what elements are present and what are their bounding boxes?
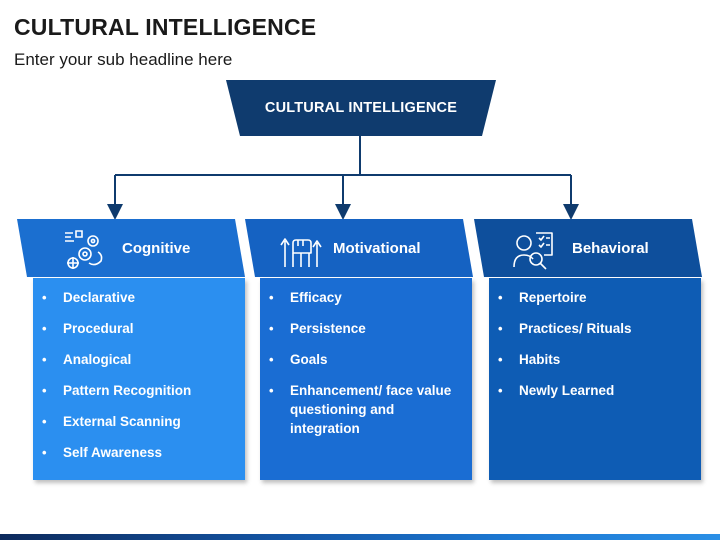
list-item: Habits xyxy=(498,350,689,369)
footer-bar xyxy=(0,534,720,540)
root-node-label: CULTURAL INTELLIGENCE xyxy=(264,100,458,116)
page-subtitle: Enter your sub headline here xyxy=(14,50,233,69)
list-item: Pattern Recognition xyxy=(42,381,233,400)
behavioral-title: Behavioral xyxy=(572,239,649,257)
fist-arrows-icon xyxy=(280,238,322,267)
motivational-list: Efficacy Persistence Goals Enhancement/ … xyxy=(260,278,472,438)
motivational-header: Motivational xyxy=(245,219,473,277)
person-checklist-icon xyxy=(513,232,553,270)
list-item: Goals xyxy=(269,350,460,369)
list-item: Procedural xyxy=(42,319,233,338)
behavioral-list: Repertoire Practices/ Rituals Habits New… xyxy=(489,278,701,400)
list-item: Enhancement/ face value questioning and … xyxy=(269,381,460,438)
motivational-header-shape xyxy=(245,219,473,277)
page-title: CULTURAL INTELLIGENCE xyxy=(14,14,317,40)
list-item: Practices/ Rituals xyxy=(498,319,689,338)
cognitive-list: Declarative Procedural Analogical Patter… xyxy=(33,278,245,462)
motivational-body: Efficacy Persistence Goals Enhancement/ … xyxy=(260,278,472,480)
cognitive-body: Declarative Procedural Analogical Patter… xyxy=(33,278,245,480)
cognitive-header: Cognitive xyxy=(17,219,245,277)
list-item: Self Awareness xyxy=(42,443,233,462)
list-item: Newly Learned xyxy=(498,381,689,400)
root-node-shape xyxy=(226,80,496,136)
cognitive-title: Cognitive xyxy=(122,239,191,257)
list-item: Efficacy xyxy=(269,288,460,307)
brain-gears-icon xyxy=(65,230,103,269)
behavioral-body: Repertoire Practices/ Rituals Habits New… xyxy=(489,278,701,480)
list-item: Persistence xyxy=(269,319,460,338)
motivational-title: Motivational xyxy=(333,239,421,257)
behavioral-header: Behavioral xyxy=(474,219,702,277)
list-item: External Scanning xyxy=(42,412,233,431)
root-node: CULTURAL INTELLIGENCE xyxy=(226,80,496,136)
list-item: Declarative xyxy=(42,288,233,307)
list-item: Analogical xyxy=(42,350,233,369)
list-item: Repertoire xyxy=(498,288,689,307)
